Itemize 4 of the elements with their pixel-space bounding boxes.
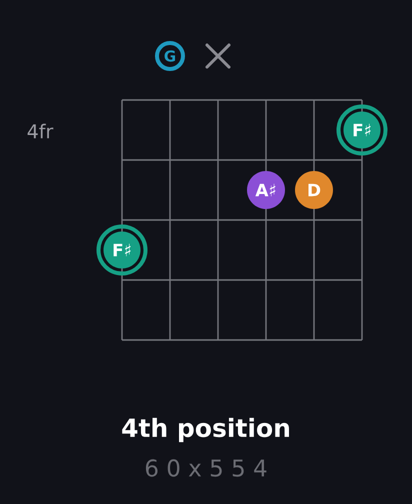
fret-label: 4fr (28, 124, 54, 138)
fingering-caption: 6 0 x 5 5 4 (146, 459, 266, 477)
title: 4th position (122, 418, 289, 442)
mute-mark-icon (206, 44, 230, 68)
